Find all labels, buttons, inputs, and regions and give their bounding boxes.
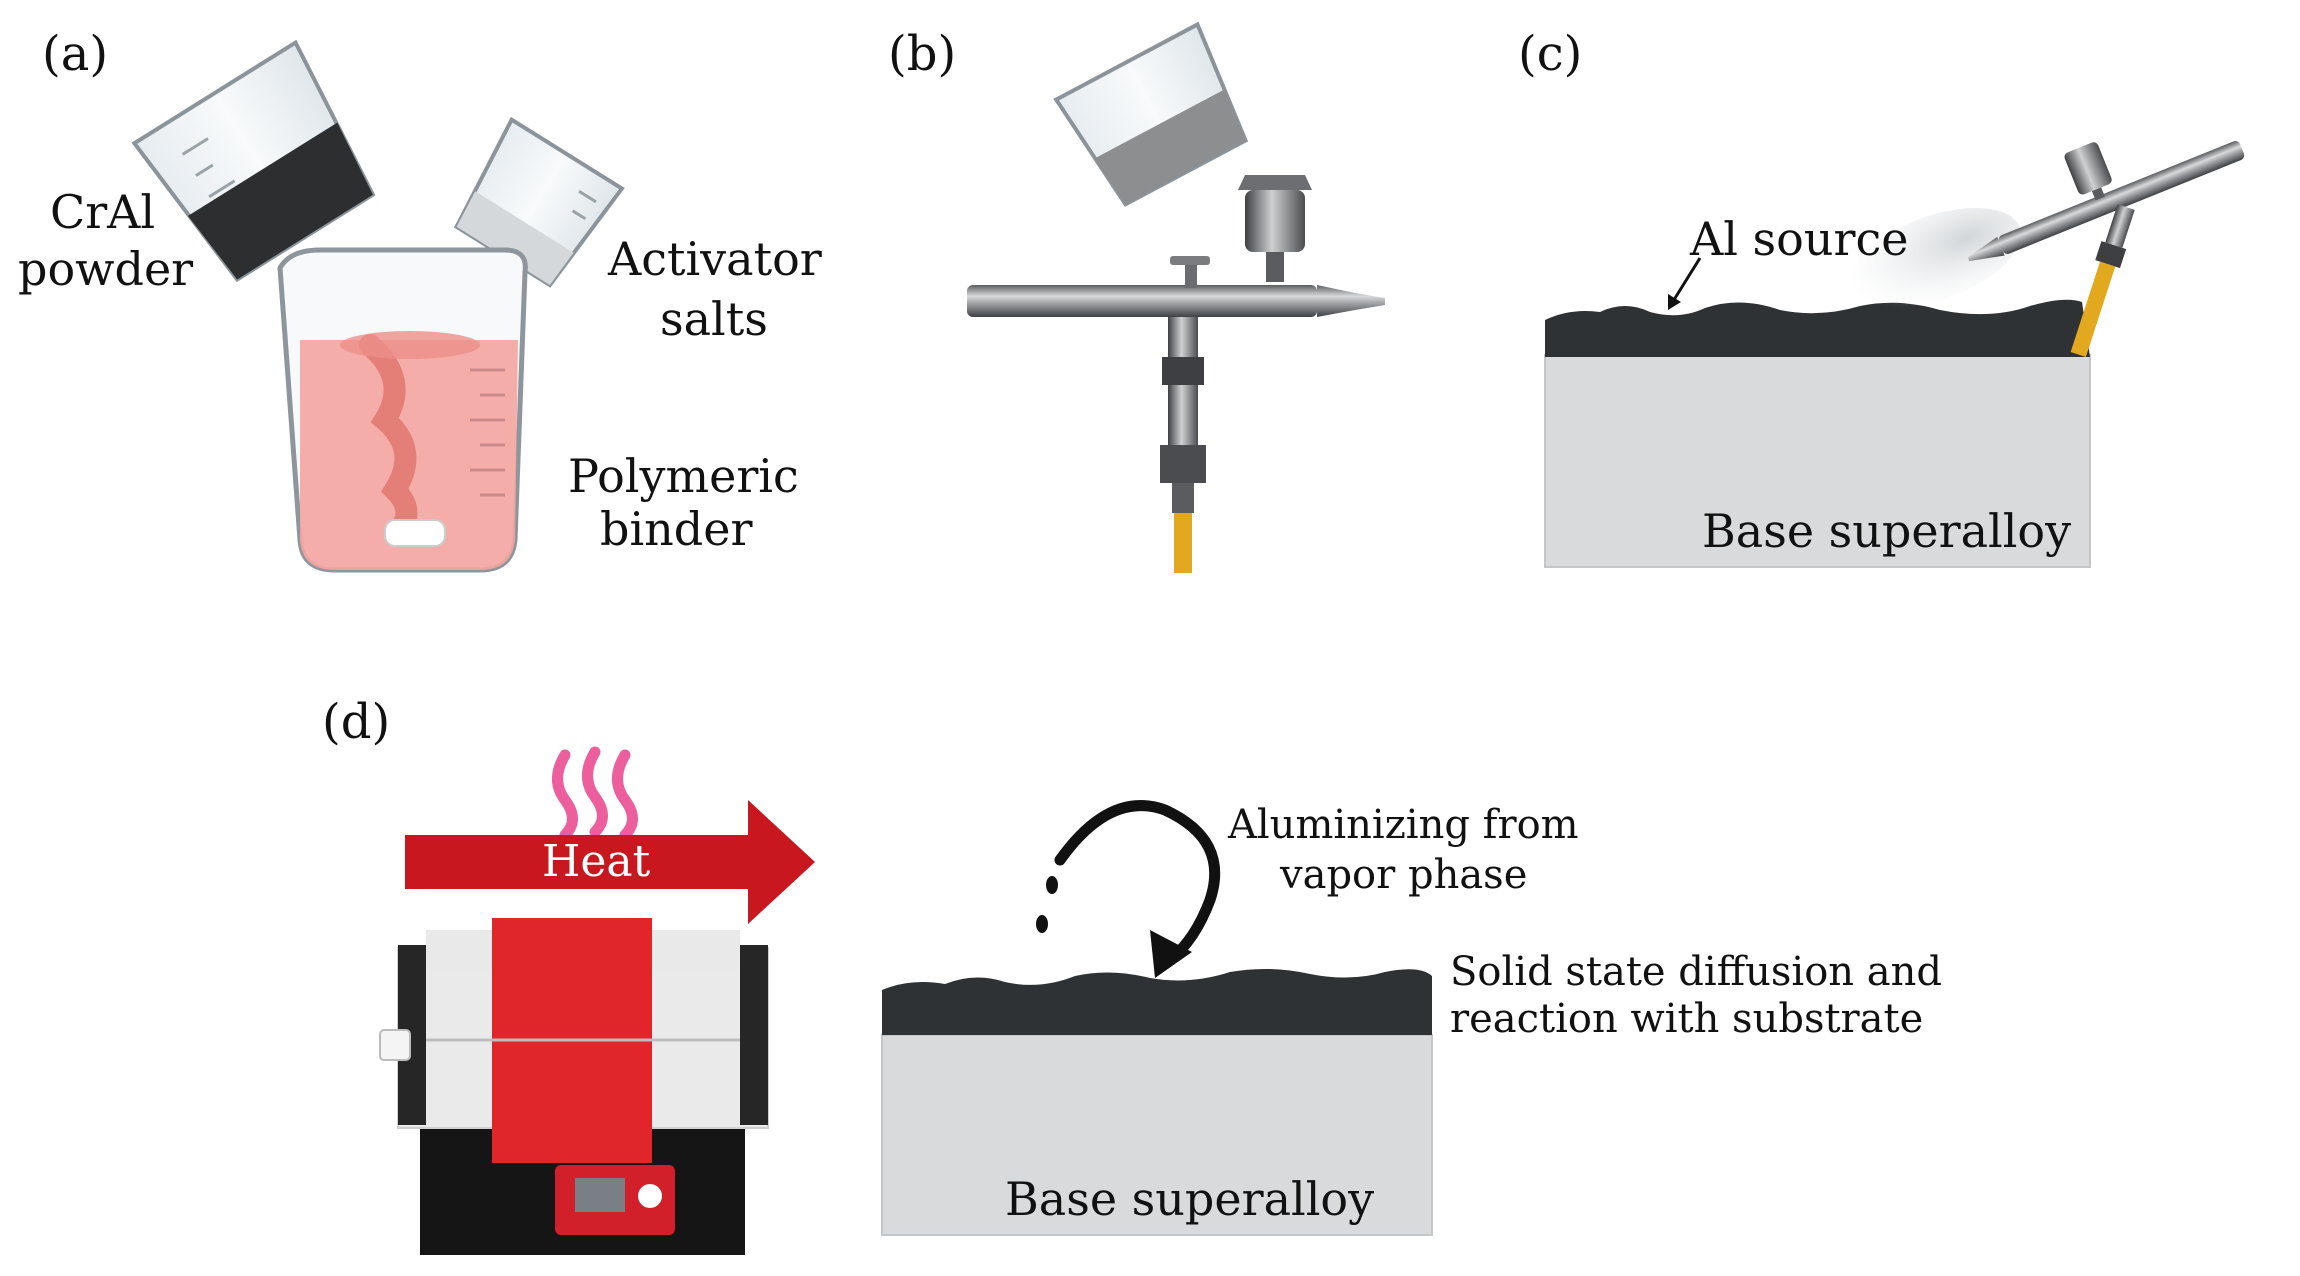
crAl-label-line1: CrAl [50,185,155,239]
diffusion-label-line1: Solid state diffusion and [1450,949,1942,995]
vapor-dot-2 [1036,915,1048,933]
heat-waves-icon [552,746,638,841]
coating-layer-d [882,968,1432,1035]
binder-beaker-icon [277,247,528,573]
base-superalloy-label-c: Base superalloy [1702,504,2071,558]
heat-arrow-icon [405,800,815,924]
panel-a: (a) [18,26,822,573]
activator-salts-beaker-icon [453,116,625,288]
panel-b-label: (b) [888,26,956,82]
panel-b: (b) [888,21,1385,573]
al-source-label: Al source [1689,212,1908,266]
activator-label-line2: salts [660,292,768,346]
binder-label-line2: binder [600,502,752,556]
airbrush-icon [967,175,1385,573]
al-source-coating-c [1545,299,2090,357]
heat-label: Heat [542,836,651,887]
panel-c-label: (c) [1518,26,1582,82]
diffusion-label-line2: reaction with substrate [1450,996,1923,1042]
crAl-label-line2: powder [18,242,193,296]
base-superalloy-label-d: Base superalloy [1005,1172,1374,1226]
pouring-beaker-icon [1053,21,1249,207]
panel-a-label: (a) [42,26,108,82]
panel-d: (d) Heat [322,694,1942,1255]
activator-label-line1: Activator [607,232,822,286]
base-superalloy-substrate-d [881,1034,1433,1236]
crAl-powder-beaker-icon [131,39,376,283]
vapor-label-line2: vapor phase [1279,852,1527,898]
tilted-airbrush-icon [1967,141,2245,357]
al-source-arrow [1670,257,1702,304]
panel-c: (c) Al source Base superalloy [1518,26,2245,568]
binder-label-line1: Polymeric [568,449,799,503]
vapor-label-line1: Aluminizing from [1227,802,1579,848]
vapor-curve-arrow-icon [1054,800,1221,966]
base-superalloy-substrate-c [1544,354,2091,568]
vapor-dot-1 [1046,876,1058,894]
spray-mist [1849,207,2021,309]
furnace-icon [379,918,769,1255]
panel-d-label: (d) [322,694,390,750]
